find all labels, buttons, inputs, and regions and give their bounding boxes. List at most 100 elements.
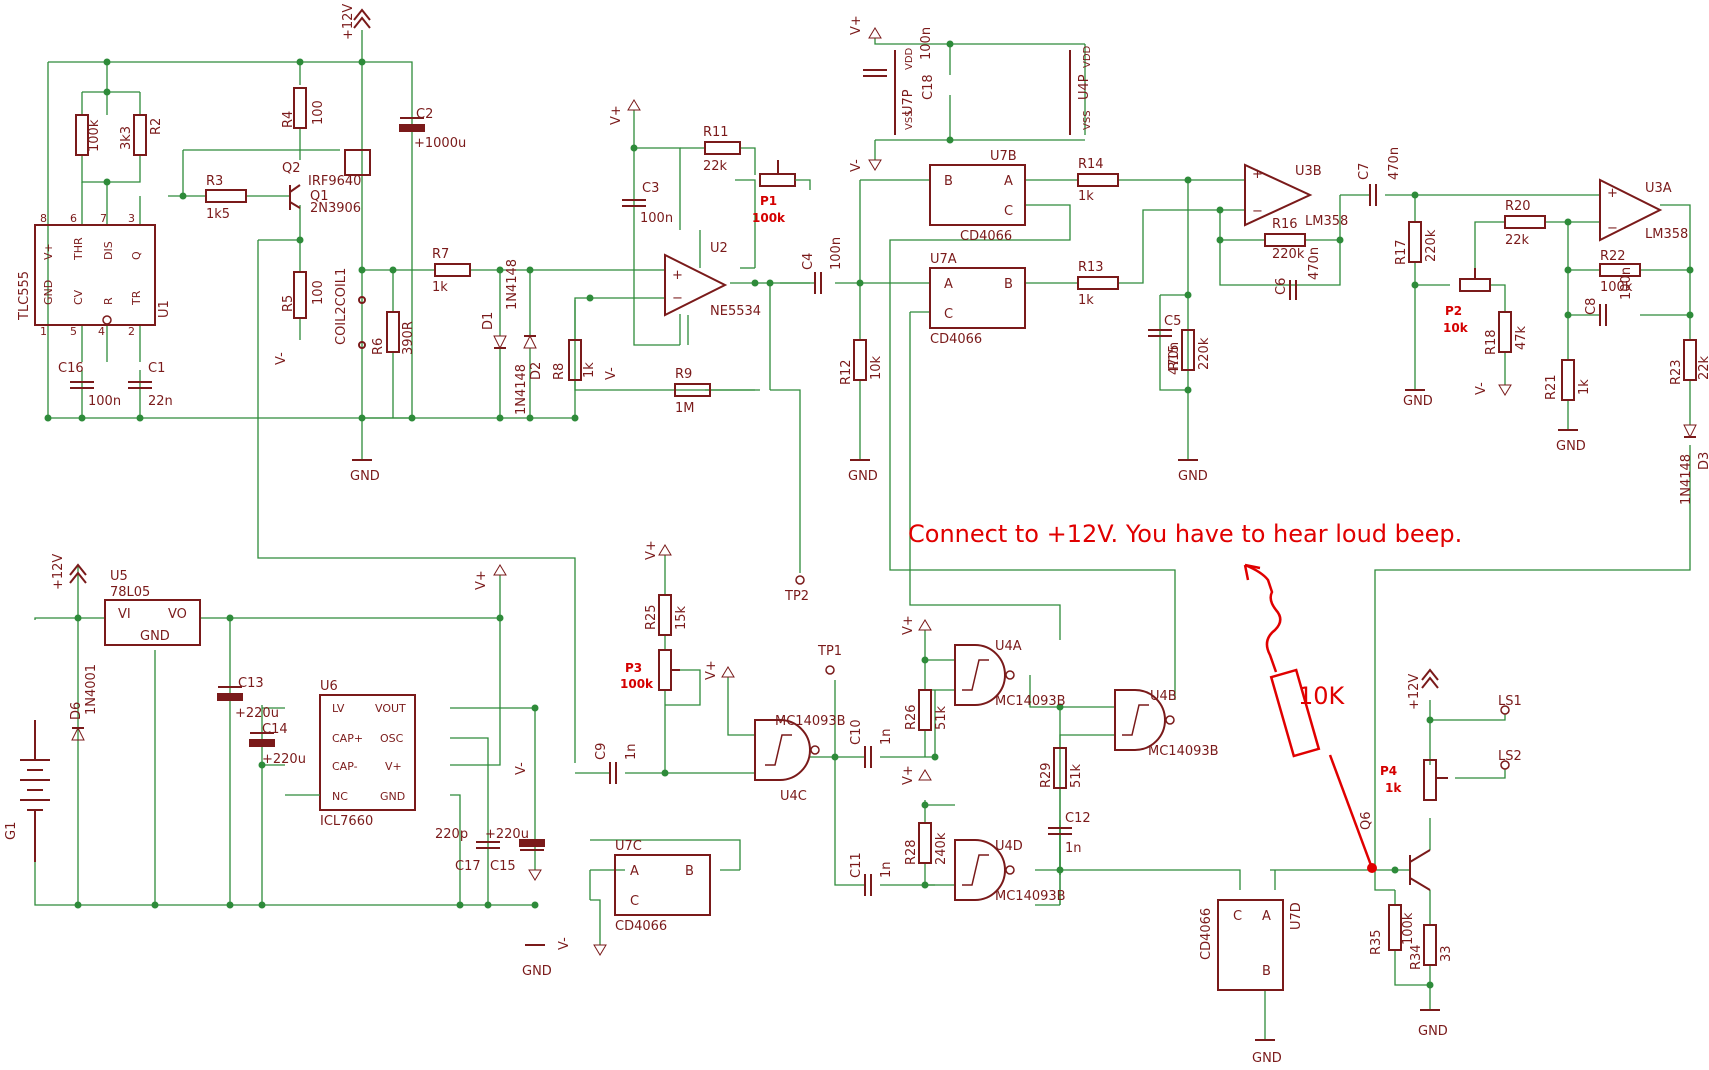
r28-name: R28 [904, 839, 919, 865]
u6-pin-nc: NC [332, 790, 348, 803]
u2-part: NE5534 [710, 304, 761, 319]
u6-pin-gnd: GND [380, 790, 405, 803]
d2-name: D2 [529, 362, 544, 380]
c16-value: 100n [88, 394, 121, 409]
c16-name: C16 [58, 361, 84, 376]
wires-top [47, 30, 1691, 870]
u4c-part: MC14093B [775, 714, 846, 729]
r29-value: 51k [1069, 763, 1084, 788]
label-gnd-2: GND [848, 469, 878, 484]
u1-pin-dis: DIS [102, 241, 115, 260]
coil-label: COIL2COIL1 [334, 268, 349, 345]
c11-value: 1n [879, 861, 894, 878]
d3-name: D3 [1697, 452, 1709, 470]
switch-u7c: A B C U7C CD4066 [614, 839, 711, 934]
u3b-minus: − [1252, 204, 1263, 219]
ls2-label: LS2 [1498, 749, 1522, 764]
label-vminus-c18: V- [849, 159, 864, 172]
u5-pin-gnd: GND [140, 629, 170, 644]
r11-name: R11 [703, 125, 729, 140]
u4b-part: MC14093B [1148, 744, 1219, 759]
label-gnd-8: GND [1252, 1051, 1282, 1066]
u7p-vss: VSS [904, 110, 915, 130]
p2-value: 10k [1443, 321, 1469, 335]
q1-value: 2N3906 [310, 201, 361, 216]
p1-name: P1 [760, 194, 777, 208]
r16-value: 220k [1272, 247, 1305, 262]
q2-name: Q2 [282, 161, 301, 176]
u1-pin-q: Q [130, 251, 143, 260]
label-gnd-7: GND [1418, 1024, 1448, 1039]
u3a-part: LM358 [1645, 227, 1688, 242]
c13-value: +220u [235, 706, 279, 721]
r35-name: R35 [1369, 929, 1384, 955]
u1-pinnum-4: 4 [98, 325, 105, 338]
r8-value: 1k [582, 362, 597, 378]
p4-value: 1k [1385, 781, 1402, 795]
r11-value: 22k [703, 159, 728, 174]
r4-value: 100 [311, 100, 326, 125]
r13-value: 1k [1078, 293, 1094, 308]
label-12v-right: +12V [1407, 674, 1422, 710]
opamp-u3b: + − U3B LM358 [1244, 163, 1348, 229]
opamp-u2: + − U2 NE5534 [664, 241, 761, 319]
label-gnd-6: GND [522, 964, 552, 979]
u7d-pin-b: B [1262, 964, 1271, 979]
d6-name: D6 [69, 702, 84, 720]
r12-name: R12 [839, 359, 854, 385]
gate-u4a: U4A MC14093B [954, 639, 1066, 709]
u6-pin-capp: CAP+ [332, 732, 363, 745]
u2-plus: + [672, 268, 683, 283]
q2-value: IRF9640 [308, 174, 361, 189]
ls1-label: LS1 [1498, 694, 1522, 709]
u7d-pin-a: A [1262, 909, 1271, 924]
wires-bottom [34, 555, 1506, 1040]
label-vminus-u7c: V- [557, 937, 572, 950]
r8-name: R8 [552, 363, 567, 380]
c5-value: 470n [1167, 342, 1182, 375]
c18-name: C18 [921, 74, 936, 100]
test-points: TP2 TP1 LS1 LS2 [784, 575, 1522, 770]
r15-value: 220k [1197, 337, 1212, 370]
u1-name: U1 [157, 300, 172, 318]
c5-name: C5 [1164, 314, 1181, 329]
u4p-vdd: VDD [1082, 45, 1093, 68]
u1-pinnum-7: 7 [100, 212, 107, 225]
label-vplus-u6: V+ [474, 570, 489, 590]
u7p-name: U7P [901, 89, 916, 115]
u1-pin-cv: CV [72, 289, 85, 305]
p3-name: P3 [625, 661, 642, 675]
r23-value: 22k [1697, 355, 1709, 380]
u7b-name: U7B [990, 149, 1017, 164]
u3a-minus: − [1607, 221, 1618, 236]
c4-value: 100n [829, 237, 844, 270]
c17-name: C17 [455, 859, 481, 874]
c15-value: +220u [485, 827, 529, 842]
u7d-pin-c: C [1233, 909, 1242, 924]
u7c-pin-c: C [630, 894, 639, 909]
switch-u7b: B A C U7B CD4066 [929, 149, 1026, 244]
q1-name: Q1 [310, 189, 329, 204]
gate-u4b: U4B MC14093B [1114, 689, 1219, 759]
label-12v-top: +12V [341, 4, 356, 40]
r13-name: R13 [1078, 260, 1104, 275]
d3-value: 1N4148 [1679, 454, 1694, 505]
u4p-name: U4P [1077, 74, 1092, 100]
r6-value: 390R [401, 321, 416, 355]
u7b-pin-a: A [1004, 174, 1013, 189]
r35-value: 100k [1401, 912, 1416, 945]
p1-value: 100k [752, 211, 786, 225]
c8-value: 100n [1619, 267, 1634, 300]
c18-value: 100n [919, 27, 934, 60]
resistors: 100k 3k3 R2 R3 1k5 R4 100 R5 100 R6 390R… [75, 87, 1709, 970]
c15-name: C15 [490, 859, 516, 874]
r12-value: 10k [869, 355, 884, 380]
label-vplus-r25: V+ [644, 540, 659, 560]
label-vplus-r26: V+ [901, 615, 916, 635]
r3-name: R3 [206, 174, 223, 189]
u4a-part: MC14093B [995, 694, 1066, 709]
u6-pin-osc: OSC [380, 732, 404, 745]
g1-name: G1 [4, 822, 19, 840]
p2-name: P2 [1445, 304, 1462, 318]
u7a-pin-c: C [944, 307, 953, 322]
